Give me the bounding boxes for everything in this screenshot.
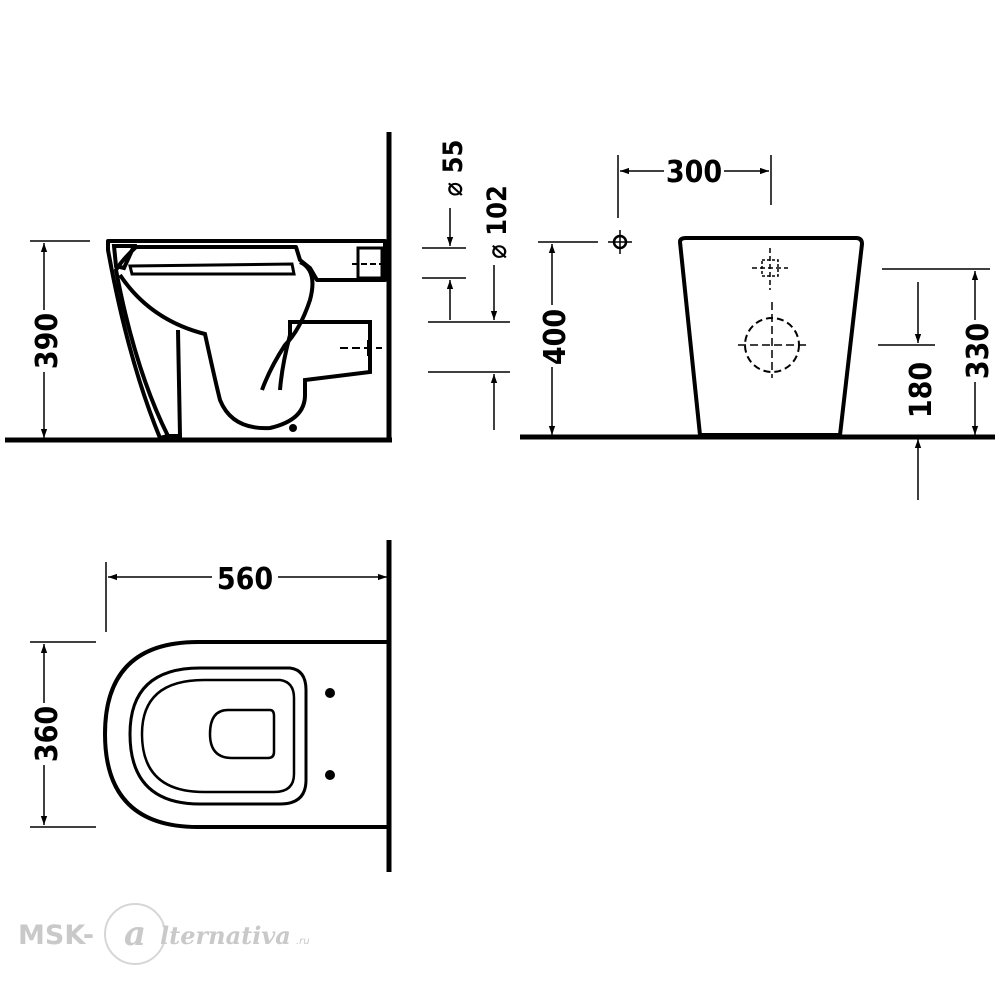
top-bowl-outline bbox=[140, 678, 296, 794]
top-width-label: 360 bbox=[30, 706, 65, 762]
watermark-suffix: lternativa bbox=[160, 921, 291, 950]
watermark-logo-letter: a bbox=[124, 914, 146, 954]
side-bowl-outline bbox=[106, 239, 387, 440]
top-seat-hole-lower bbox=[325, 770, 335, 780]
top-length-label: 560 bbox=[217, 562, 273, 597]
rear-inlet-marker bbox=[761, 259, 779, 277]
rear-upper-label: 330 bbox=[961, 323, 996, 379]
side-drain-dot bbox=[289, 424, 297, 432]
watermark-prefix: MSK- bbox=[18, 920, 94, 951]
side-rim bbox=[111, 244, 138, 271]
side-height-label: 390 bbox=[30, 313, 65, 369]
top-body-outline bbox=[102, 640, 387, 829]
side-bowl-inner bbox=[118, 273, 372, 431]
rear-body-outline bbox=[678, 236, 864, 437]
top-seat-hole-upper bbox=[325, 688, 335, 698]
top-rim-outline bbox=[128, 666, 308, 806]
side-trap bbox=[260, 260, 315, 391]
watermark: MSK- a lternativa .ru bbox=[18, 903, 310, 965]
watermark-tld: .ru bbox=[296, 936, 310, 947]
inlet-diameter-label: ⌀ 55 bbox=[438, 140, 469, 197]
watermark-logo-ring bbox=[104, 903, 166, 965]
rear-width-label: 300 bbox=[666, 155, 722, 190]
side-foot bbox=[168, 329, 183, 438]
side-view: 390 ⌀ 55 ⌀ 102 bbox=[5, 132, 513, 443]
rear-view: 300 400 330 180 bbox=[520, 154, 996, 500]
top-water-outline bbox=[208, 708, 276, 760]
outlet-diameter-label: ⌀ 102 bbox=[482, 185, 513, 259]
rear-outlet-height-label: 180 bbox=[904, 362, 939, 418]
rear-height-label: 400 bbox=[538, 309, 573, 365]
top-view: 560 360 bbox=[30, 540, 392, 872]
side-seat-line bbox=[128, 262, 296, 276]
